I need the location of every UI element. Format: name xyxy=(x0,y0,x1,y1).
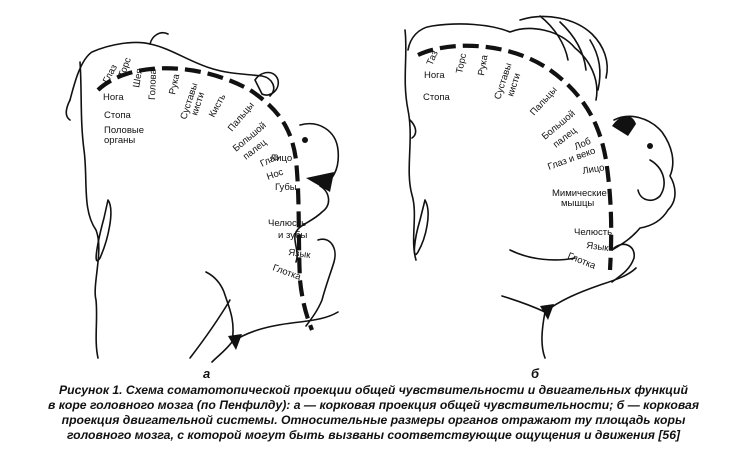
homunculus-head-b xyxy=(611,115,676,251)
homunculus-arm-a xyxy=(65,31,169,121)
homunculus-hair-b xyxy=(612,115,636,136)
brainstem-knot-a xyxy=(228,334,242,350)
label-a-chelyust: Челюсть xyxy=(268,218,306,229)
label-a-i-zuby: и зубы xyxy=(278,230,307,241)
label-a-ruka: Рука xyxy=(167,72,182,95)
cortex-strip-b xyxy=(417,43,614,271)
label-a-polovye: Половые xyxy=(104,125,144,136)
brainstem-b xyxy=(501,267,637,359)
label-a-golova: Голова xyxy=(147,68,159,100)
brain-inner-fold-b xyxy=(413,199,429,256)
label-a-guby: Губы xyxy=(275,182,297,193)
brain-base-a xyxy=(189,299,231,359)
label-b-yazyk: Язык xyxy=(586,240,610,254)
label-b-paltsy: Пальцы xyxy=(528,85,560,118)
label-a-noga: Нога xyxy=(103,92,124,103)
homunculus-tongue-a xyxy=(305,238,336,327)
label-b-chelyust: Челюсть xyxy=(574,227,612,238)
panel-a-sensory: Глаз Торс Шея Голова Рука Суставы кисти … xyxy=(65,31,340,381)
homunculus-eye-a xyxy=(302,137,308,143)
homunculus-eye-b xyxy=(647,143,653,149)
brainstem-a xyxy=(205,271,339,363)
label-a-tors: Торс xyxy=(116,56,133,79)
brain-base-b xyxy=(509,249,576,261)
homunculus-mouth-b xyxy=(637,159,665,202)
homunculus-lips-a xyxy=(306,172,334,192)
cortex-strip-a xyxy=(96,66,314,331)
label-b-noga: Нога xyxy=(424,70,445,81)
caption-line-1: Рисунок 1. Схема соматотопической проекц… xyxy=(59,383,688,397)
panel-letter-a: а xyxy=(203,366,210,381)
label-a-organy: органы xyxy=(104,135,135,146)
label-a-yazyk: Язык xyxy=(288,247,312,261)
label-b-tors: Торс xyxy=(454,52,469,74)
caption-line-4: головного мозга, с которой могут быть вы… xyxy=(66,428,681,442)
label-a-nos: Нос xyxy=(265,167,285,183)
brain-outline-b xyxy=(404,29,417,261)
panel-letter-b: б xyxy=(531,366,540,381)
label-a-kist: Кисть xyxy=(207,92,228,119)
figure-caption: Рисунок 1. Схема соматотопической проекц… xyxy=(6,383,741,443)
caption-line-3: проекция двигательной системы. Относител… xyxy=(61,413,686,427)
panel-b-motor: Таз Торс Рука Суставы кисти Нога Стопа П… xyxy=(404,15,676,381)
homunculus-face-a xyxy=(294,123,340,263)
homunculus-fingers-b xyxy=(519,15,608,91)
brainstem-knot-b xyxy=(540,304,554,320)
homunculus-hand-a xyxy=(254,71,280,96)
brain-outline-a xyxy=(79,61,100,359)
brain-notch-b xyxy=(409,119,417,139)
homunculus-body-b xyxy=(407,23,598,101)
label-b-stopa: Стопа xyxy=(423,92,451,103)
label-b-litso: Лицо xyxy=(582,162,606,177)
label-b-ruka: Рука xyxy=(476,53,491,76)
label-a-sheya: Шея xyxy=(131,68,145,89)
homunculus-body-a xyxy=(69,41,275,101)
brain-inner-fold-a xyxy=(95,199,112,262)
caption-line-2: в коре головного мозга (по Пенфилду): а … xyxy=(47,398,699,412)
label-b-mimicheskie: Мимические xyxy=(552,188,607,199)
label-a-litso: Лицо xyxy=(270,153,292,164)
label-b-myshtsy: мышцы xyxy=(561,198,594,209)
homunculus-tongue-b xyxy=(611,243,635,283)
label-a-stopa: Стопа xyxy=(104,110,132,121)
label-b-glotka: Глотка xyxy=(566,251,598,272)
